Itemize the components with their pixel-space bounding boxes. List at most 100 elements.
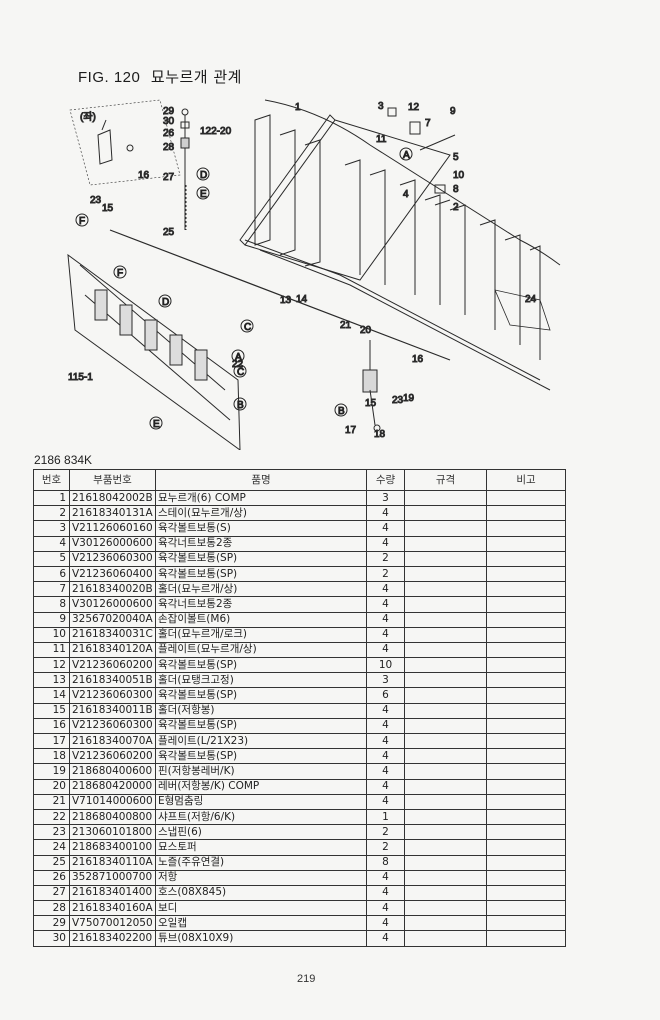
remark-cell bbox=[486, 535, 566, 552]
part-number-cell: 218680400600 bbox=[69, 763, 156, 780]
part-number-cell: 21618340031C bbox=[69, 626, 156, 643]
callout-label: 20 bbox=[360, 325, 372, 336]
quantity-cell: 3 bbox=[366, 489, 405, 507]
callout-label: 16 bbox=[412, 354, 424, 365]
figure-caption: 묘누르개 관계 bbox=[150, 68, 242, 86]
row-number-cell: 18 bbox=[33, 748, 70, 765]
spec-cell bbox=[404, 672, 487, 689]
quantity-cell: 4 bbox=[366, 884, 405, 902]
quantity-cell: 4 bbox=[366, 915, 405, 932]
part-name-cell: 노즐(주유연결) bbox=[155, 854, 367, 871]
callout-label: 4 bbox=[403, 189, 409, 200]
callout-label: 28 bbox=[163, 142, 175, 153]
view-marker: C bbox=[237, 367, 244, 378]
spec-cell bbox=[404, 641, 487, 659]
quantity-cell: 4 bbox=[366, 748, 405, 765]
remark-cell bbox=[486, 748, 566, 765]
quantity-cell: 4 bbox=[366, 535, 405, 552]
remark-cell bbox=[486, 702, 566, 719]
part-name-cell: 스냅핀(6) bbox=[155, 824, 367, 841]
callout-label: 10 bbox=[453, 170, 465, 181]
view-marker: D bbox=[162, 297, 169, 308]
part-number-cell: 32567020040A bbox=[69, 611, 156, 628]
row-number-cell: 25 bbox=[33, 854, 70, 871]
quantity-cell: 4 bbox=[366, 520, 405, 537]
quantity-cell: 2 bbox=[366, 824, 405, 841]
row-number-cell: 27 bbox=[33, 884, 70, 902]
document-code: 2186 834K bbox=[34, 453, 93, 467]
row-number-cell: 14 bbox=[33, 687, 70, 704]
part-name-cell: 육각볼트보통(SP) bbox=[155, 565, 367, 583]
row-number-cell: 5 bbox=[33, 550, 70, 567]
remark-cell bbox=[486, 900, 566, 917]
row-number-cell: 24 bbox=[33, 839, 70, 856]
page-number: 219 bbox=[297, 973, 316, 985]
part-name-cell: 묘누르개(6) COMP bbox=[155, 489, 367, 507]
remark-cell bbox=[486, 550, 566, 567]
seedling-press-frames bbox=[239, 99, 561, 391]
remark-cell bbox=[486, 778, 566, 795]
spec-cell bbox=[404, 915, 487, 932]
callout-label: 18 bbox=[374, 429, 386, 440]
nozzle-assembly bbox=[180, 108, 190, 230]
header-name: 품명 bbox=[155, 469, 367, 491]
part-name-cell: E형멈춤링 bbox=[155, 793, 367, 810]
row-number-cell: 10 bbox=[33, 626, 70, 643]
row-number-cell: 12 bbox=[33, 657, 70, 674]
spec-cell bbox=[404, 581, 487, 598]
quantity-cell: 4 bbox=[366, 732, 405, 750]
part-number-cell: V21236060400 bbox=[69, 565, 156, 583]
view-marker: E bbox=[200, 189, 207, 200]
header-qty: 수량 bbox=[366, 469, 405, 491]
callout-label: 23 bbox=[90, 195, 102, 206]
part-number-cell: 21618340120A bbox=[69, 641, 156, 659]
spec-cell bbox=[404, 626, 487, 643]
spec-cell bbox=[404, 702, 487, 719]
spec-cell bbox=[404, 763, 487, 780]
row-number-cell: 13 bbox=[33, 672, 70, 689]
quantity-cell: 4 bbox=[366, 793, 405, 810]
spec-cell bbox=[404, 717, 487, 735]
callout-label: 13 bbox=[280, 295, 292, 306]
row-number-cell: 16 bbox=[33, 717, 70, 735]
quantity-cell: 4 bbox=[366, 717, 405, 735]
spec-cell bbox=[404, 489, 487, 507]
view-marker: F bbox=[117, 268, 123, 279]
shaft bbox=[109, 229, 451, 361]
view-marker: C bbox=[244, 322, 251, 333]
spec-cell bbox=[404, 732, 487, 750]
callout-label: 11 bbox=[376, 134, 387, 145]
part-name-cell: 홀더(묘누르개/상) bbox=[155, 581, 367, 598]
part-number-cell: 21618340011B bbox=[69, 702, 156, 719]
remark-cell bbox=[486, 839, 566, 856]
part-name-cell: 스테이(묘누르개/상) bbox=[155, 505, 367, 522]
remark-cell bbox=[486, 824, 566, 841]
header-spec: 규격 bbox=[404, 469, 487, 491]
quantity-cell: 8 bbox=[366, 854, 405, 871]
view-marker: A bbox=[235, 352, 242, 363]
quantity-cell: 4 bbox=[366, 930, 405, 947]
figure-title: FIG. 120 묘누르개 관계 bbox=[78, 66, 242, 87]
spec-cell bbox=[404, 550, 487, 567]
callout-label: 3 bbox=[378, 101, 384, 112]
part-name-cell: 호스(08X845) bbox=[155, 884, 367, 902]
header-part-no: 부품번호 bbox=[69, 469, 156, 491]
part-name-cell: 홀더(묘탱크고정) bbox=[155, 672, 367, 689]
remark-cell bbox=[486, 581, 566, 598]
remark-cell bbox=[486, 626, 566, 643]
remark-cell bbox=[486, 763, 566, 780]
row-number-cell: 15 bbox=[33, 702, 70, 719]
spec-cell bbox=[404, 778, 487, 795]
